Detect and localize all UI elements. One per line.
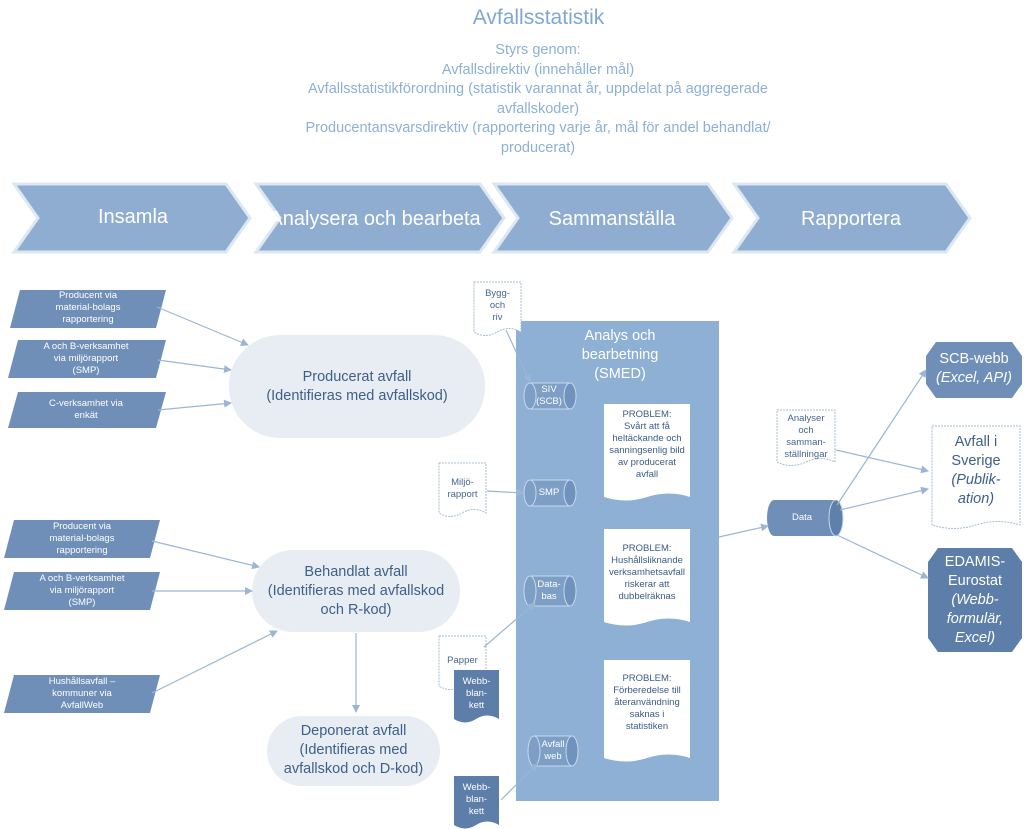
diagram-title: Avfallsstatistik <box>472 6 605 29</box>
oval-behandlat <box>252 550 460 632</box>
waste-type-behandlat: Behandlat avfall(Identifieras med avfall… <box>267 564 445 618</box>
doc-papper-label: Papper <box>447 655 478 666</box>
governed-by-line: Avfallsdirektiv (innehåller mål) <box>441 61 635 78</box>
chevron-rapportera <box>731 182 972 254</box>
source-c-verksamhet <box>8 392 166 428</box>
problem-doc-3 <box>604 660 690 762</box>
doc-miljo <box>438 462 487 517</box>
doc-analyser <box>776 409 836 466</box>
webform-2 <box>454 776 499 829</box>
governed-by-line: Producentansvarsdirektiv (rapportering v… <box>305 120 771 136</box>
db-siv <box>523 382 577 410</box>
process-chevrons <box>11 182 972 254</box>
webform-label: Webb-blan-kett <box>462 782 491 817</box>
source-ab-smp-2 <box>4 572 160 610</box>
doc-bygg <box>473 281 522 336</box>
chevron-analysera <box>253 182 506 254</box>
output-edamis-label: EDAMIS-Eurostat (Webb-formulär,Excel) <box>944 554 1006 646</box>
flow-arrows <box>151 306 929 801</box>
oval-producerat <box>229 335 485 438</box>
doc-miljo-label: Miljö-rapport <box>447 477 478 500</box>
governed-by-line: avfallskoder) <box>496 100 580 117</box>
output-edamis <box>928 548 1022 652</box>
step-label: Sammanställa <box>548 208 676 230</box>
source-producent-1 <box>10 290 166 328</box>
source-ab-smp-1 <box>8 340 166 378</box>
step-label: Rapportera <box>800 208 902 230</box>
waste-type-producerat: Producerat avfall(Identifieras med avfal… <box>266 369 448 404</box>
governed-by-heading: Styrs genom: <box>495 42 581 58</box>
step-label: Analysera och bearbeta <box>269 208 481 230</box>
doc-avfall-sverige <box>931 425 1021 529</box>
problem-doc-1 <box>604 404 690 501</box>
db-data-label: Data <box>791 512 813 523</box>
db-siv-label: SIV(SCB) <box>536 384 562 407</box>
chevron-sammanstalla <box>491 182 734 254</box>
step-label: Insamla <box>97 206 169 228</box>
source-producent-2 <box>4 520 160 558</box>
source-shapes <box>4 290 166 713</box>
db-data <box>767 499 844 537</box>
output-scb-label: SCB-webb(Excel, API) <box>935 351 1012 386</box>
governed-by-line: Avfallsstatistikförordning (statistik va… <box>308 81 768 97</box>
governed-by-line: producerat) <box>500 139 576 156</box>
oval-deponerat <box>267 716 440 786</box>
chevron-insamla <box>11 182 252 254</box>
db-smp <box>523 479 577 507</box>
output-scb-webb <box>926 342 1022 398</box>
webform-1 <box>454 670 499 723</box>
db-avfallweb <box>527 735 579 767</box>
source-hushallsavfall <box>4 675 160 713</box>
webform-label: Webb-blan-kett <box>462 676 491 711</box>
db-smp-label: SMP <box>538 487 560 498</box>
problem-doc-2 <box>604 529 690 626</box>
db-databas <box>523 575 577 607</box>
governed-by: Styrs genom: Avfallsdirektiv (innehåller… <box>238 41 838 158</box>
db-databas-label: Data-bas <box>537 579 561 602</box>
